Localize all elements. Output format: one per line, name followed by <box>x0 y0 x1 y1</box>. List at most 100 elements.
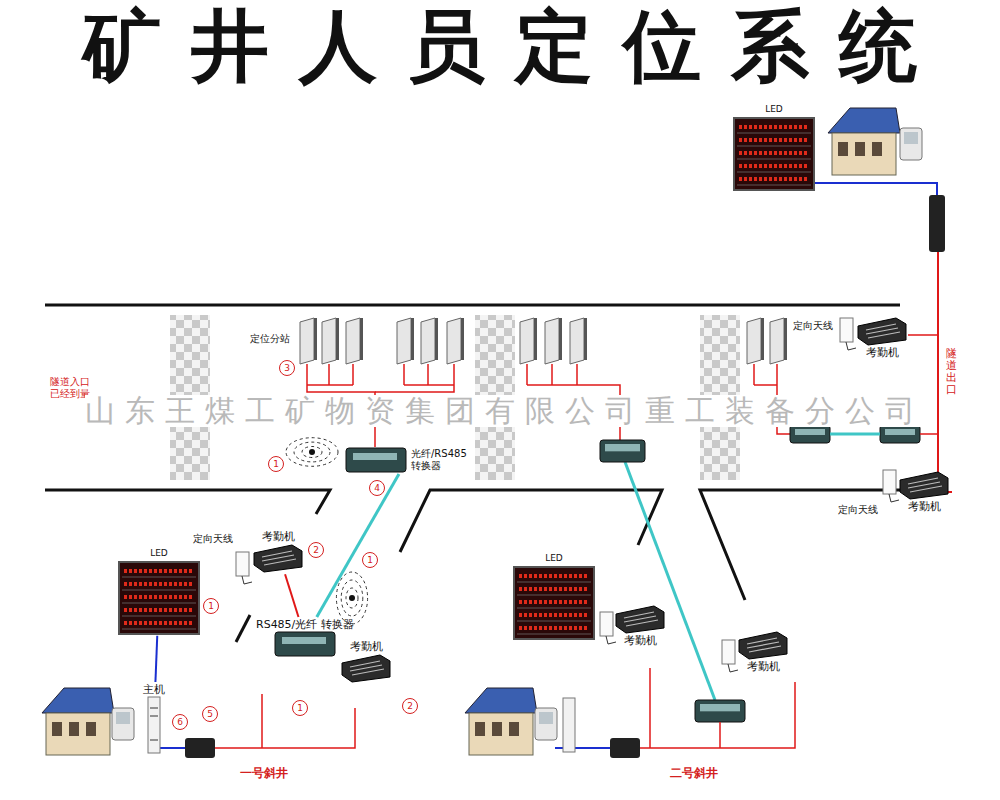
station-antenna-side <box>461 318 464 360</box>
converter-device <box>600 440 645 462</box>
antenna-cable <box>889 494 899 502</box>
node-text: 考勤机 <box>747 660 780 673</box>
pda-screen <box>116 712 130 724</box>
led-rows <box>735 119 813 189</box>
node-text: 考勤机 <box>908 500 941 513</box>
callout-number: 3 <box>279 360 295 376</box>
attendance-box: 考勤机 <box>898 470 950 513</box>
station-antenna-side <box>314 318 317 360</box>
converter-device <box>695 700 745 722</box>
cable-connector <box>929 195 945 252</box>
wire <box>754 384 777 386</box>
wire <box>261 694 263 748</box>
directional-antenna <box>600 612 613 636</box>
exit-label: 隧道出口 <box>946 348 957 396</box>
callout-number: 4 <box>369 480 385 496</box>
house-body <box>469 713 533 755</box>
attendance-box: 考勤机 <box>856 316 908 359</box>
station-antenna-side <box>784 318 787 360</box>
station-antenna-side <box>761 318 764 360</box>
house-window <box>838 142 848 156</box>
blue-line <box>575 747 610 749</box>
station-antenna <box>421 318 435 364</box>
attendance-machine <box>614 604 666 634</box>
directional-antenna <box>840 318 853 342</box>
house-roof <box>465 688 537 713</box>
house-roof <box>42 688 114 713</box>
wire <box>551 364 553 385</box>
house-window <box>855 142 865 156</box>
node-text: 主机 <box>143 683 165 696</box>
converter-panel <box>605 444 640 451</box>
converter-device <box>274 631 336 657</box>
attendance-box: 考勤机 <box>340 640 392 683</box>
node-text: 光纤/RS485 转换器 <box>411 448 469 472</box>
wire <box>649 668 651 748</box>
converter-box: RS485/光纤 转换器 <box>256 618 354 657</box>
connector <box>155 636 157 682</box>
station-antenna-side <box>336 318 339 360</box>
wire <box>920 433 938 435</box>
attendance-machine <box>252 543 304 573</box>
node-text: 考勤机 <box>262 530 295 543</box>
wireless-ring <box>302 447 322 458</box>
cable-connector <box>610 738 640 758</box>
callout-number: 1 <box>268 456 284 472</box>
wire <box>719 722 721 748</box>
wire <box>306 364 308 385</box>
converter-panel <box>795 429 825 435</box>
converter-device <box>345 447 407 473</box>
station-antenna <box>322 318 336 364</box>
shaft-label: 一号斜井 <box>240 766 288 780</box>
wireless-ring <box>341 580 363 616</box>
wire <box>427 364 429 385</box>
fiber-line <box>830 433 880 436</box>
blue-line <box>810 183 937 195</box>
wire <box>776 364 778 385</box>
station-antenna <box>545 318 559 364</box>
attendance-box: 考勤机 <box>252 530 304 573</box>
house-window <box>52 722 62 736</box>
cable-connector <box>185 738 215 758</box>
station-antenna-side <box>534 318 537 360</box>
antenna-label: 定向天线 <box>838 504 878 516</box>
house-window <box>69 722 79 736</box>
directional-antenna <box>722 640 735 664</box>
tunnel-wall <box>45 490 330 514</box>
converter-box: 光纤/RS485 转换器 <box>345 447 469 473</box>
callout-number: 5 <box>202 706 218 722</box>
wire <box>404 384 454 386</box>
node-text: RS485/光纤 转换器 <box>256 618 354 631</box>
wire <box>375 385 454 392</box>
pda <box>112 708 134 740</box>
house-roof <box>828 108 900 133</box>
led-board <box>118 561 200 635</box>
diagram-title: 矿井人员定位系统 <box>0 2 1000 92</box>
node-text: LED <box>765 104 783 115</box>
station-antenna-side <box>360 318 363 360</box>
tunnel-wall <box>700 490 900 600</box>
station-antenna-side <box>584 318 587 360</box>
wire <box>215 708 355 748</box>
antenna-label: 定向天线 <box>793 320 833 332</box>
attendance-box: 考勤机 <box>614 604 666 647</box>
connector <box>285 574 298 617</box>
callout-number: 1 <box>362 552 378 568</box>
led-board <box>733 117 815 191</box>
antenna-cable <box>728 664 738 672</box>
connector <box>317 474 399 617</box>
blue-line <box>158 747 185 749</box>
converter-device <box>880 425 920 443</box>
host-computer: 主机 <box>143 683 165 754</box>
house-window <box>492 722 502 736</box>
wire <box>328 364 330 385</box>
led-display: LED <box>733 104 815 191</box>
wire <box>352 364 354 385</box>
led-rows <box>120 563 198 633</box>
shaft-label: 二号斜井 <box>670 766 718 780</box>
antenna-label: 定向天线 <box>193 533 233 545</box>
attendance-box: 考勤机 <box>737 630 789 673</box>
wireless-ring <box>336 572 367 624</box>
station-antenna <box>346 318 360 364</box>
